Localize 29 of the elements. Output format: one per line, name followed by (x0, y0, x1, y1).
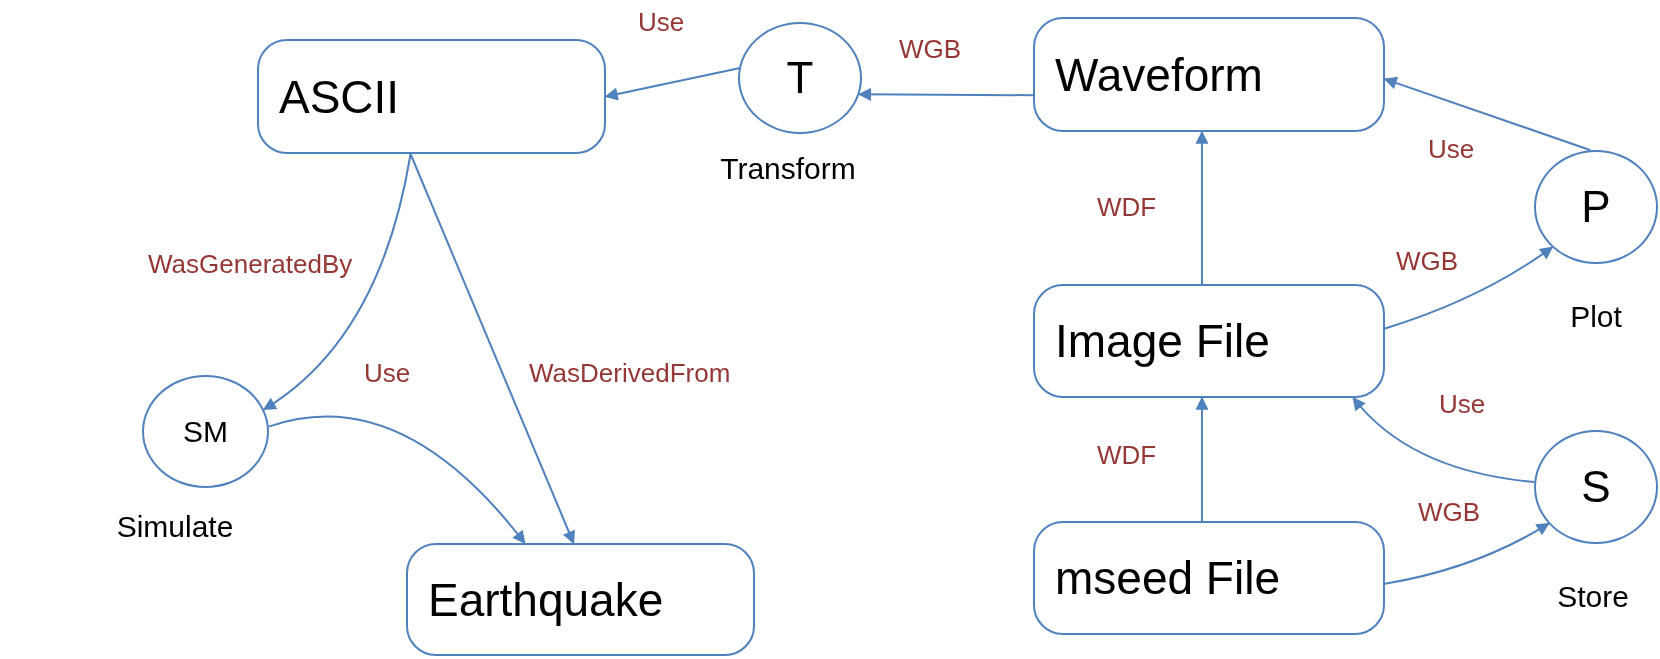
arrow (1352, 397, 1536, 484)
arrow (1195, 396, 1209, 522)
arrow (1384, 246, 1554, 330)
arrow (262, 153, 412, 411)
node-label: S (1581, 462, 1611, 512)
arrow (604, 67, 740, 101)
node-caption: Store (1557, 580, 1629, 614)
node-label: SM (183, 414, 228, 449)
node-caption: Transform (720, 152, 856, 186)
node-caption: Plot (1570, 300, 1622, 334)
arrow (1195, 130, 1209, 285)
node-label: mseed File (1055, 551, 1280, 605)
node-label: Earthquake (428, 572, 664, 627)
entity-box (1033, 17, 1385, 132)
arrow (1384, 522, 1550, 585)
entity-box (1033, 284, 1385, 398)
entity-box (257, 39, 606, 154)
node-label: P (1581, 182, 1611, 232)
node-caption: Simulate (116, 510, 234, 544)
entity-box (1033, 521, 1385, 635)
arrow (267, 415, 526, 544)
arrow (858, 87, 1034, 101)
node-label: Image File (1055, 314, 1270, 368)
node-label: T (786, 53, 814, 103)
node-label: ASCII (279, 69, 400, 124)
arrow (409, 153, 575, 545)
node-label: Waveform (1055, 47, 1263, 102)
arrow (1383, 76, 1592, 152)
entity-box (406, 543, 755, 656)
